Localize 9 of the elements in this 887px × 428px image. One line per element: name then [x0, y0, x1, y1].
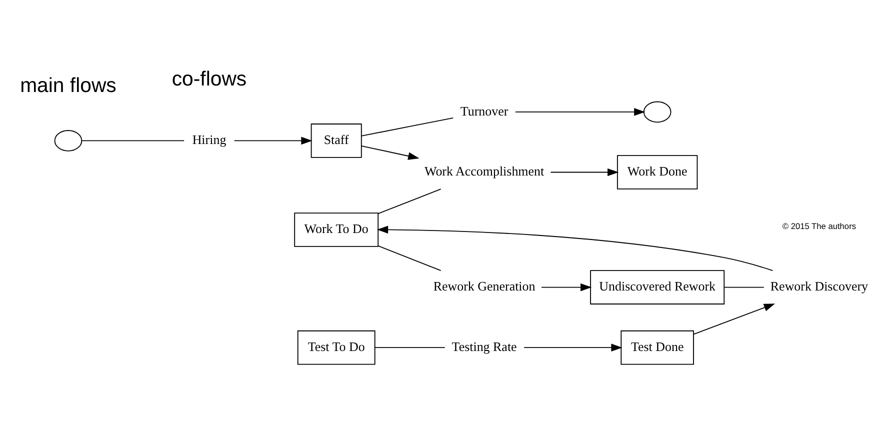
label: main flows	[20, 75, 116, 98]
node-text: Hiring	[192, 132, 226, 148]
label: © 2015 The authors	[782, 221, 856, 232]
label: co-flows	[172, 68, 247, 91]
node-text: Rework Generation	[433, 278, 536, 294]
node-text: Turnover	[460, 103, 508, 118]
node-text: Rework Discovery	[770, 278, 868, 294]
node-text: Testing Rate	[452, 339, 517, 354]
node-text: Work Accomplishment	[424, 164, 544, 179]
